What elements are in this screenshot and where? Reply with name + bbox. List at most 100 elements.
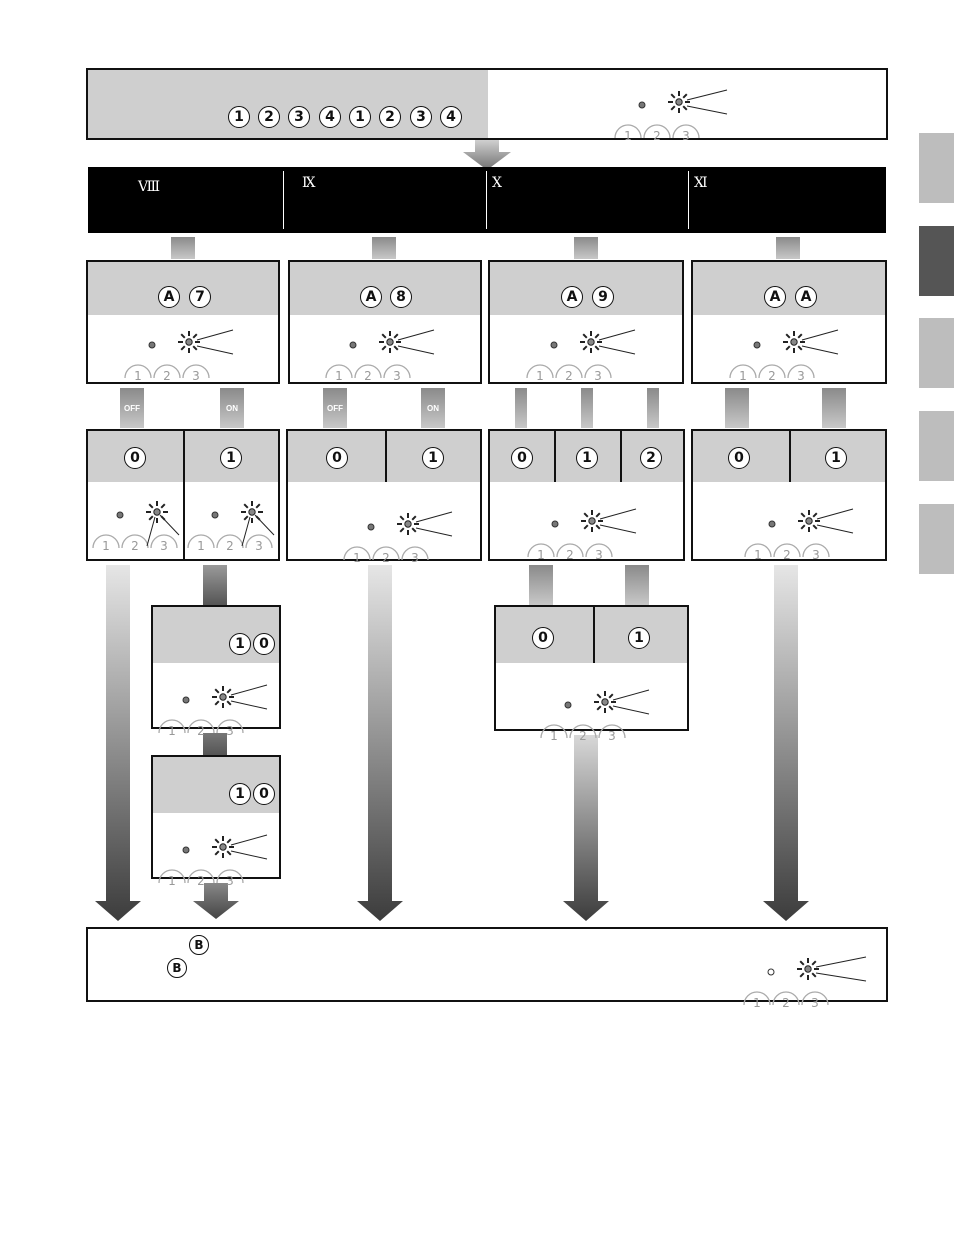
- side-tab-1: [919, 133, 954, 203]
- switch-connector: [515, 388, 527, 428]
- svg-text:3: 3: [797, 369, 805, 383]
- svg-text:1: 1: [537, 548, 545, 562]
- down-arrow-icon: [563, 735, 609, 921]
- sub-value: 0: [253, 633, 275, 655]
- mode-header-bar: Ⅷ Ⅸ Ⅹ Ⅺ: [88, 167, 886, 233]
- code-letter: A: [360, 286, 382, 308]
- svg-text:1: 1: [353, 551, 361, 565]
- code-letter: A: [795, 286, 817, 308]
- svg-text:3: 3: [226, 874, 234, 888]
- svg-text:3: 3: [682, 129, 690, 143]
- led-status-icon: 1 2 3: [616, 88, 736, 148]
- svg-text:3: 3: [812, 548, 820, 562]
- switch-connector: [725, 388, 749, 428]
- svg-text:1: 1: [624, 129, 632, 143]
- svg-text:2: 2: [382, 551, 390, 565]
- sequence-digit: 4: [319, 106, 341, 128]
- led-status-icon: 1 2 3: [542, 688, 662, 748]
- side-tab-4: [919, 411, 954, 481]
- led-status-icon: 1 2 3: [126, 328, 246, 388]
- down-arrow-icon: [463, 140, 511, 170]
- led-status-icon: 1 2 3: [745, 955, 865, 1015]
- svg-text:2: 2: [768, 369, 776, 383]
- sub-value: 0: [253, 783, 275, 805]
- option-value: 0: [728, 447, 750, 469]
- svg-text:1: 1: [536, 369, 544, 383]
- svg-text:3: 3: [393, 369, 401, 383]
- switch-connector: [529, 565, 553, 605]
- connector: [372, 237, 396, 259]
- down-arrow-icon: [357, 565, 403, 921]
- connector: [574, 237, 598, 259]
- svg-text:1: 1: [168, 724, 176, 738]
- marker-b: B: [189, 935, 209, 955]
- led-status-icon: 1 2 3: [529, 507, 649, 567]
- svg-text:1: 1: [550, 729, 558, 743]
- svg-text:2: 2: [579, 729, 587, 743]
- svg-text:1: 1: [102, 539, 110, 553]
- svg-text:3: 3: [226, 724, 234, 738]
- sequence-digit: 2: [379, 106, 401, 128]
- svg-text:3: 3: [160, 539, 168, 553]
- sub-value: 1: [628, 627, 650, 649]
- svg-text:2: 2: [197, 874, 205, 888]
- switch-label-on: ON: [418, 404, 448, 413]
- top-panel-gray-area: [88, 70, 488, 140]
- svg-text:3: 3: [594, 369, 602, 383]
- side-tab-2-active: [919, 226, 954, 296]
- roman-numeral-8: Ⅷ: [138, 179, 160, 195]
- switch-connector: [625, 565, 649, 605]
- switch-label-off: OFF: [117, 404, 147, 413]
- svg-text:3: 3: [595, 548, 603, 562]
- side-tab-3: [919, 318, 954, 388]
- option-value: 1: [220, 447, 242, 469]
- svg-text:2: 2: [566, 548, 574, 562]
- sequence-digit: 3: [410, 106, 432, 128]
- svg-text:1: 1: [754, 548, 762, 562]
- code-digit: 9: [592, 286, 614, 308]
- led-status-icon: 1 2 3: [160, 683, 280, 743]
- option-value: 1: [422, 447, 444, 469]
- code-letter: A: [158, 286, 180, 308]
- option-value: 2: [640, 447, 662, 469]
- svg-text:2: 2: [782, 996, 790, 1010]
- option-value: 0: [326, 447, 348, 469]
- option-value: 1: [825, 447, 847, 469]
- code-digit: 7: [189, 286, 211, 308]
- svg-text:3: 3: [608, 729, 616, 743]
- svg-text:2: 2: [197, 724, 205, 738]
- option-value: 0: [124, 447, 146, 469]
- code-digit: 8: [390, 286, 412, 308]
- down-arrow-icon: [95, 565, 141, 921]
- code-letter: A: [764, 286, 786, 308]
- switch-connector: [647, 388, 659, 428]
- sequence-digit: 1: [349, 106, 371, 128]
- svg-text:2: 2: [131, 539, 139, 553]
- option-value: 1: [576, 447, 598, 469]
- sub-value: 1: [229, 633, 251, 655]
- sub-value: 1: [229, 783, 251, 805]
- svg-text:3: 3: [192, 369, 200, 383]
- svg-text:2: 2: [783, 548, 791, 562]
- svg-text:3: 3: [811, 996, 819, 1010]
- svg-text:1: 1: [197, 539, 205, 553]
- svg-text:3: 3: [411, 551, 419, 565]
- switch-connector: [581, 388, 593, 428]
- svg-text:2: 2: [364, 369, 372, 383]
- svg-text:1: 1: [335, 369, 343, 383]
- side-tab-5: [919, 504, 954, 574]
- down-arrow-icon: [763, 565, 809, 921]
- svg-text:2: 2: [653, 129, 661, 143]
- led-status-icon: 1 2 3: [327, 328, 447, 388]
- led-status-icon: 1 2 3: [746, 507, 866, 567]
- svg-text:1: 1: [134, 369, 142, 383]
- switch-label-on: ON: [217, 404, 247, 413]
- svg-text:2: 2: [163, 369, 171, 383]
- roman-numeral-11: Ⅺ: [694, 175, 708, 191]
- svg-text:1: 1: [753, 996, 761, 1010]
- roman-numeral-10: Ⅹ: [492, 175, 502, 191]
